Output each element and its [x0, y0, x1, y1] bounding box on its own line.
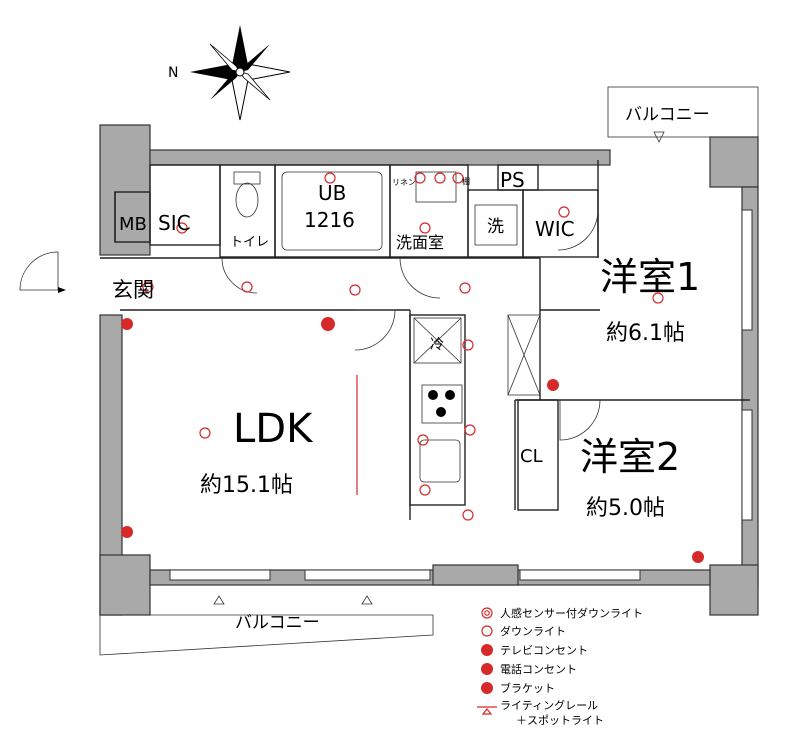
north-label: N: [168, 65, 178, 81]
washing-machine: [474, 204, 518, 246]
toilet-tank: [233, 171, 261, 185]
wall-left-upper: [99, 124, 151, 256]
legend-label-6: ライティングレール: [500, 698, 598, 712]
compass-icon: [190, 25, 291, 121]
phone-outlet-icon: [481, 663, 493, 675]
window-room2-side: [741, 409, 753, 521]
sink: [419, 439, 461, 483]
western1-label: 洋室1: [600, 255, 700, 299]
washer-label: 洗: [487, 217, 504, 237]
window-room2: [519, 569, 641, 581]
tv-outlet-icon: [481, 644, 493, 656]
burner-icon: [445, 390, 455, 400]
legend-label-6b: ＋スポットライト: [516, 714, 604, 727]
wash-basin: [415, 171, 457, 203]
stove: [421, 384, 463, 424]
burner-icon: [428, 390, 438, 400]
toilet-bowl: [235, 182, 259, 218]
wic-door: [557, 209, 599, 251]
window-ldk-1: [169, 569, 271, 581]
balcony-bottom-label: バルコニー: [235, 613, 320, 633]
triangle-marker-icon: [361, 595, 373, 605]
wall-corner-bl: [99, 554, 151, 616]
pantry: [507, 314, 541, 396]
room2-door: [559, 399, 601, 441]
legend-label-3: テレビコンセント: [500, 644, 588, 657]
entrance-label: 玄関: [112, 278, 154, 302]
motion-sensor-downlight-icon: [481, 607, 493, 619]
window-ldk-2: [304, 569, 431, 581]
toilet-label: トイレ: [230, 235, 269, 250]
ps-box: [497, 164, 539, 191]
sic-label: SIC: [158, 211, 191, 235]
closet-label: CL: [520, 446, 543, 467]
ub-size-label: 1216: [304, 208, 355, 232]
ldk-door: [354, 309, 396, 351]
legend-label-5: ブラケット: [500, 681, 555, 695]
linen-label: リネン: [392, 178, 416, 187]
burner-icon: [436, 407, 446, 417]
downlight-icon: [481, 625, 493, 637]
wic-label: WIC: [535, 217, 575, 241]
wash-door: [399, 257, 441, 299]
kitchen-counter: [409, 314, 466, 506]
wash-room-label: 洗面室: [396, 233, 444, 252]
fridge: [413, 317, 462, 364]
western2-size-label: 約5.0帖: [586, 496, 665, 521]
bathtub: [281, 171, 383, 251]
balcony-bottom: [99, 614, 434, 656]
western1-size-label: 約6.1帖: [606, 321, 685, 346]
triangle-marker-icon: [653, 131, 665, 143]
toilet-door: [221, 257, 258, 294]
ub-label: UB: [318, 181, 346, 205]
ldk-label: LDK: [233, 406, 314, 452]
wall-corner-tr: [709, 136, 759, 188]
mb-label: MB: [119, 214, 147, 235]
western2-label: 洋室2: [580, 435, 680, 479]
legend-label-1: 人感センサー付ダウンライト: [500, 606, 643, 620]
fixtures: [121, 172, 704, 563]
legend-label-2: ダウンライト: [500, 624, 566, 638]
legend: 人感センサー付ダウンライト ダウンライト テレビコンセント 電話コンセント ブラ…: [477, 606, 643, 727]
wall-corner-br: [709, 564, 759, 616]
balcony-top-label: バルコニー: [625, 105, 710, 125]
triangle-marker-icon: [213, 595, 225, 605]
ldk-size-label: 約15.1帖: [200, 473, 293, 498]
balcony-top: [607, 86, 759, 138]
wall-top: [149, 149, 611, 166]
bracket-light-icon: [481, 682, 493, 694]
wall-bottom-mid: [432, 564, 519, 586]
entrance-door: [19, 251, 59, 291]
closet: [517, 399, 559, 511]
fridge-label: 冷: [430, 337, 444, 353]
ps-label: PS: [500, 168, 525, 192]
window-room1: [741, 209, 753, 331]
legend-label-4: 電話コンセント: [500, 662, 577, 676]
shelf-label: 棚: [462, 176, 470, 186]
